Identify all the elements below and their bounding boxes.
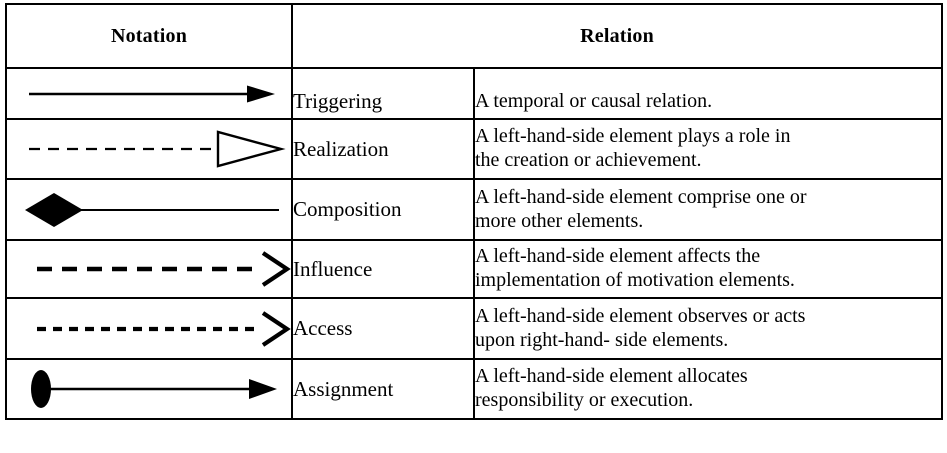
description-line: A left-hand-side element affects the: [475, 245, 761, 268]
notation-cell-access: [5, 297, 293, 360]
notation-cell-assignment: [5, 358, 293, 420]
notation-relation-table: Notation Relation Triggering A tempo: [5, 3, 944, 420]
table-row: Assignment A left-hand-side element allo…: [5, 358, 944, 420]
description-line: A left-hand-side element comprise one or: [475, 185, 807, 208]
description-line: A left-hand-side element observes or act…: [475, 304, 806, 327]
description-line: the creation or achievement.: [475, 149, 702, 171]
table-row: Composition A left-hand-side element com…: [5, 178, 944, 241]
description-line: A left-hand-side element plays a role in: [475, 125, 791, 148]
relation-name-assignment: Assignment: [291, 358, 475, 420]
description-line: A left-hand-side element allocates: [475, 365, 748, 388]
relation-name-realization: Realization: [291, 118, 475, 180]
relation-description-assignment: A left-hand-side element allocates respo…: [472, 358, 944, 420]
table-row: Influence A left-hand-side element affec…: [5, 239, 944, 299]
solid-line-filled-arrow-icon: [7, 69, 291, 118]
table-row: Realization A left-hand-side element pla…: [5, 118, 944, 180]
description-line: A temporal or causal relation.: [475, 89, 713, 112]
relation-name-triggering: Triggering: [291, 67, 475, 120]
relation-name-composition: Composition: [291, 178, 475, 241]
notation-cell-influence: [5, 239, 293, 299]
notation-cell-composition: [5, 178, 293, 241]
notation-cell-realization: [5, 118, 293, 180]
relation-description-realization: A left-hand-side element plays a role in…: [472, 118, 944, 180]
description-line: responsibility or execution.: [475, 389, 694, 411]
table-row: Access A left-hand-side element observes…: [5, 297, 944, 360]
relation-description-access: A left-hand-side element observes or act…: [472, 297, 944, 360]
dotted-line-open-arrow-icon: [7, 299, 291, 358]
table-row: Triggering A temporal or causal relation…: [5, 67, 944, 120]
relation-name-access: Access: [291, 297, 475, 360]
relation-name-influence: Influence: [291, 239, 475, 299]
relation-description-triggering: A temporal or causal relation.: [472, 67, 944, 120]
header-notation: Notation: [5, 3, 293, 69]
relation-description-influence: A left-hand-side element affects the imp…: [472, 239, 944, 299]
description-line: upon right-hand- side elements.: [475, 328, 729, 351]
description-line: implementation of motivation elements.: [475, 269, 795, 291]
relation-description-composition: A left-hand-side element comprise one or…: [472, 178, 944, 241]
filled-diamond-line-icon: [7, 180, 291, 239]
table-body: Triggering A temporal or causal relation…: [5, 67, 944, 420]
dashed-line-open-arrow-icon: [7, 241, 291, 297]
filled-ellipse-line-filled-arrow-icon: [7, 360, 291, 418]
header-row: Notation Relation: [5, 3, 944, 69]
notation-cell-triggering: [5, 67, 293, 120]
description-line: more other elements.: [475, 209, 644, 232]
table-header: Notation Relation: [5, 3, 944, 69]
header-relation: Relation: [290, 3, 944, 69]
dashed-line-hollow-triangle-arrow-icon: [7, 120, 291, 178]
